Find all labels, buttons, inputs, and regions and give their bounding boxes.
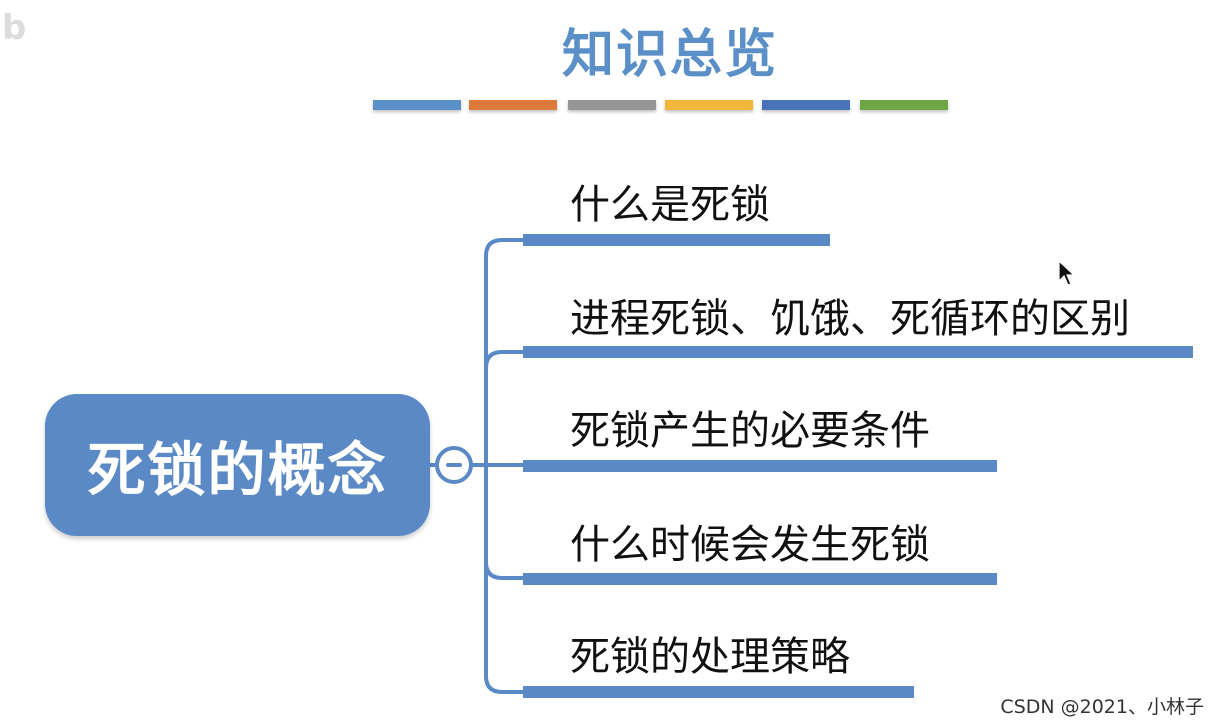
branch-label-3[interactable]: 死锁产生的必要条件 (570, 408, 930, 454)
connector-spine (484, 238, 525, 694)
mouse-cursor-icon (1058, 260, 1076, 286)
collapse-button[interactable] (435, 446, 473, 484)
branch-label-4[interactable]: 什么时候会发生死锁 (570, 522, 930, 568)
branch-bar-3 (523, 460, 997, 472)
color-bar-5 (762, 100, 850, 110)
color-bar-2 (469, 100, 557, 110)
minus-icon (446, 463, 462, 467)
branch-label-2[interactable]: 进程死锁、饥饿、死循环的区别 (570, 296, 1130, 342)
color-bar-4 (665, 100, 753, 110)
color-bar-6 (860, 100, 948, 110)
central-node-label: 死锁的概念 (87, 436, 388, 504)
corner-logo: b (2, 8, 27, 48)
branch-bar-5 (523, 686, 914, 698)
page-title: 知识总览 (561, 25, 778, 85)
watermark: CSDN @2021、小林子 (1000, 696, 1204, 718)
branch-label-5[interactable]: 死锁的处理策略 (570, 634, 850, 680)
connector-branch-4 (484, 560, 525, 580)
central-node[interactable]: 死锁的概念 (45, 394, 430, 536)
branch-bar-2 (523, 346, 1193, 358)
color-bar-1 (373, 100, 461, 110)
connector-branch-2 (484, 350, 525, 370)
color-bar-3 (568, 100, 656, 110)
branch-bar-4 (523, 573, 997, 585)
branch-label-1[interactable]: 什么是死锁 (570, 182, 770, 228)
branch-bar-1 (523, 234, 830, 246)
